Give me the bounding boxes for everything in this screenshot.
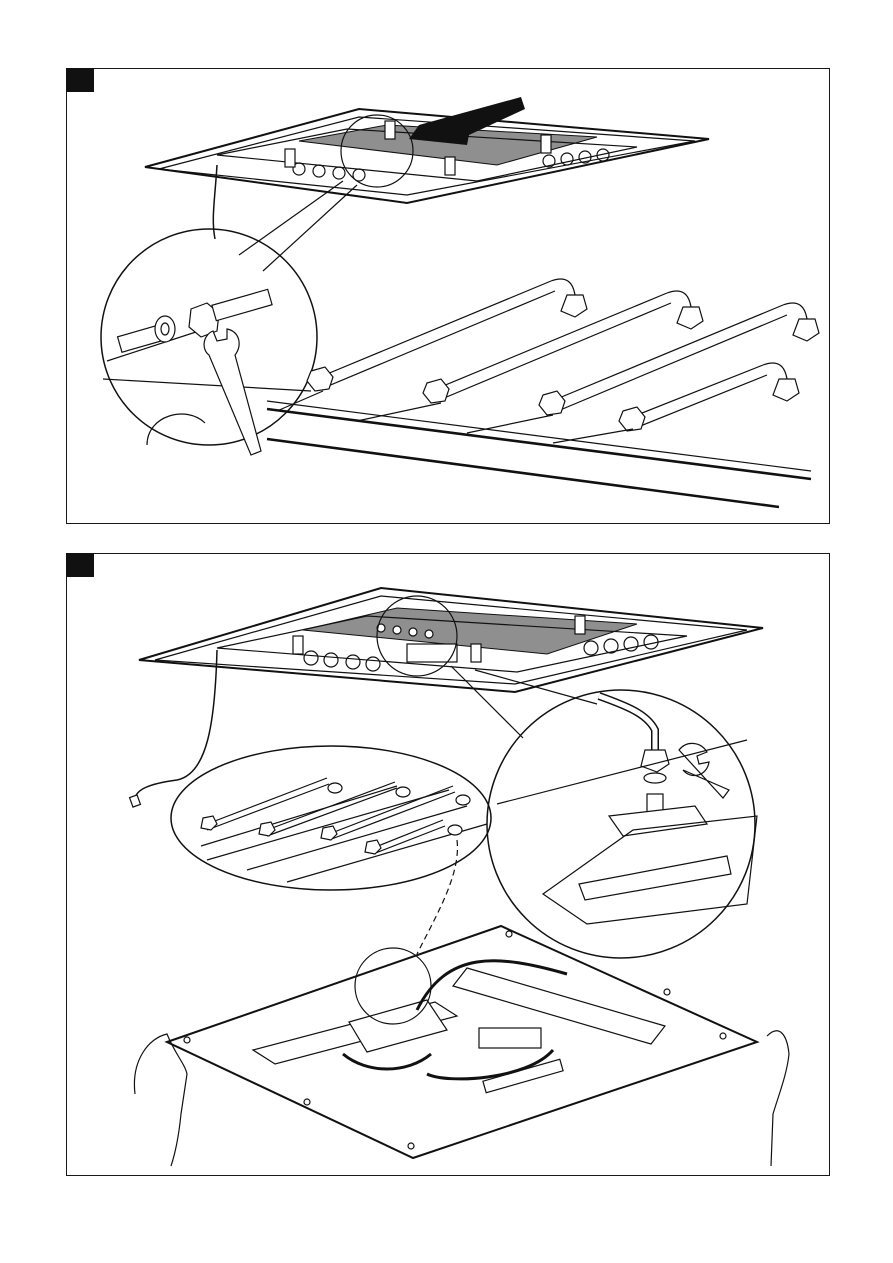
hose-set (267, 279, 819, 507)
cable-icon (130, 795, 141, 807)
hand-icon (767, 1031, 789, 1166)
magnified-detail (101, 229, 317, 455)
threaded-pipe (118, 326, 161, 352)
hand-icon (134, 1034, 187, 1166)
illustration-panel-reconnection (67, 554, 831, 1177)
magnified-detail-right (487, 690, 757, 958)
wrench-icon (204, 329, 261, 455)
magnified-detail-left (171, 746, 491, 890)
ceiling-frame (139, 588, 763, 692)
hose-icon (212, 289, 272, 320)
washer-icon (644, 773, 666, 783)
illustration-ceiling-hose-connection (67, 69, 831, 525)
step-panel-1 (66, 68, 830, 524)
ceiling-panel (167, 926, 757, 1158)
step-panel-2 (66, 553, 830, 1176)
